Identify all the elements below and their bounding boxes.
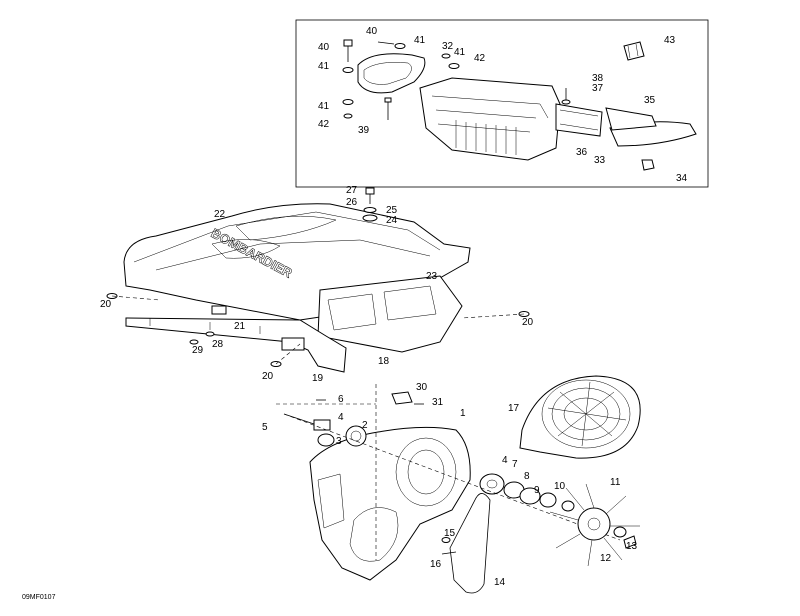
callout-22: 22 — [214, 209, 226, 220]
callout-24: 24 — [386, 215, 398, 226]
callout-32: 32 — [442, 41, 454, 52]
callout-12: 12 — [600, 553, 612, 564]
callout-42b: 42 — [318, 119, 330, 130]
callout-43: 43 — [664, 35, 676, 46]
callout-15: 15 — [444, 528, 456, 539]
fan-cowl — [519, 375, 641, 459]
callout-30: 30 — [416, 382, 428, 393]
callout-42a: 42 — [474, 53, 486, 64]
callout-4b: 4 — [502, 455, 508, 466]
callout-20b: 20 — [522, 317, 534, 328]
callout-37: 37 — [592, 83, 604, 94]
callout-20c: 20 — [262, 371, 274, 382]
callout-41c: 41 — [454, 47, 466, 58]
callout-41d: 41 — [318, 101, 330, 112]
callout-41a: 41 — [414, 35, 426, 46]
fan-housing — [276, 384, 471, 581]
callout-1: 1 — [460, 408, 466, 419]
callout-38: 38 — [592, 73, 604, 84]
callout-23: 23 — [426, 271, 438, 282]
callout-19: 19 — [312, 373, 324, 384]
callout-11: 11 — [610, 477, 621, 488]
callout-40a: 40 — [366, 26, 378, 37]
callout-39: 39 — [358, 125, 370, 136]
callout-9: 9 — [534, 485, 540, 496]
callout-35: 35 — [644, 95, 656, 106]
callout-34: 34 — [676, 173, 688, 184]
callout-3: 3 — [336, 436, 342, 447]
callout-33: 33 — [594, 155, 606, 166]
callout-10: 10 — [554, 481, 566, 492]
callout-17: 17 — [508, 403, 520, 414]
callout-18: 18 — [378, 356, 390, 367]
intake-silencer-assembly — [342, 39, 697, 171]
callout-5: 5 — [262, 422, 268, 433]
callout-20a: 20 — [100, 299, 112, 310]
callout-6: 6 — [338, 394, 344, 405]
callout-40b: 40 — [318, 42, 330, 53]
callout-41b: 41 — [318, 61, 330, 72]
callout-36: 36 — [576, 147, 588, 158]
callout-27: 27 — [346, 185, 358, 196]
callout-7: 7 — [512, 459, 518, 470]
callout-8: 8 — [524, 471, 530, 482]
callout-13: 13 — [626, 541, 638, 552]
drive-belt — [449, 493, 491, 594]
callout-25: 25 — [386, 205, 398, 216]
inset-frame — [295, 19, 709, 188]
callout-2: 2 — [362, 420, 368, 431]
callout-4a: 4 — [338, 412, 344, 423]
callout-16: 16 — [430, 559, 442, 570]
engine-cover-assembly: BOMBARDIER — [106, 187, 530, 373]
shaft-parts — [283, 413, 621, 541]
diagram-reference-code: 09MF0107 — [22, 594, 56, 601]
callout-28: 28 — [212, 339, 224, 350]
small-hardware — [316, 391, 457, 555]
callout-29: 29 — [192, 345, 204, 356]
callout-14: 14 — [494, 577, 506, 588]
callout-31: 31 — [432, 397, 444, 408]
callout-21: 21 — [234, 321, 246, 332]
fan-wheel — [549, 483, 640, 567]
callout-26: 26 — [346, 197, 358, 208]
